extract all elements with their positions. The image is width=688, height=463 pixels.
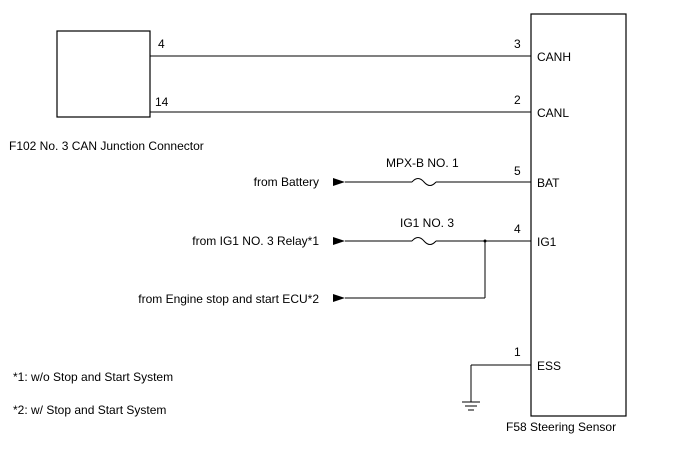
junction-connector-box [56,30,151,118]
battery-source-label: from Battery [254,175,319,189]
ecu-source-label: from Engine stop and start ECU*2 [138,292,319,306]
junction-connector-label: F102 No. 3 CAN Junction Connector [9,139,204,153]
arrow-right-icon [333,237,345,245]
footnote-1: *1: w/o Stop and Start System [13,370,173,384]
canh-sensor-pin: 3 [514,37,521,51]
ground-icon [462,401,480,411]
bat-signal-label: BAT [537,176,560,190]
bat-wire: from Battery MPX-B NO. 1 5 BAT [254,156,560,190]
arrow-right-icon [333,294,345,302]
fuse-icon [411,237,437,245]
ig1-source-label: from IG1 NO. 3 Relay*1 [192,234,319,248]
canh-wire: 4 3 CANH [150,37,571,64]
canh-signal-label: CANH [537,50,571,64]
canl-sensor-pin: 2 [514,93,521,107]
bat-sensor-pin: 5 [514,164,521,178]
ig1-fuse-label: IG1 NO. 3 [400,216,454,230]
fuse-icon [411,178,437,186]
footnote-2: *2: w/ Stop and Start System [13,403,166,417]
canl-junction-pin: 14 [155,95,169,109]
arrow-right-icon [333,178,345,186]
ig1-wire: from IG1 NO. 3 Relay*1 IG1 NO. 3 4 IG1 [192,216,556,249]
bat-fuse-label: MPX-B NO. 1 [386,156,459,170]
ess-sensor-pin: 1 [514,345,521,359]
steering-sensor-box [530,13,627,417]
ig1-signal-label: IG1 [537,235,557,249]
ig1-sensor-pin: 4 [514,222,521,236]
ecu-wire: from Engine stop and start ECU*2 [138,241,486,306]
canl-wire: 14 2 CANL [150,93,569,120]
steering-sensor-label: F58 Steering Sensor [506,420,616,434]
ess-signal-label: ESS [537,359,561,373]
ess-wire: 1 ESS [462,345,561,411]
canl-signal-label: CANL [537,106,569,120]
canh-junction-pin: 4 [158,37,165,51]
